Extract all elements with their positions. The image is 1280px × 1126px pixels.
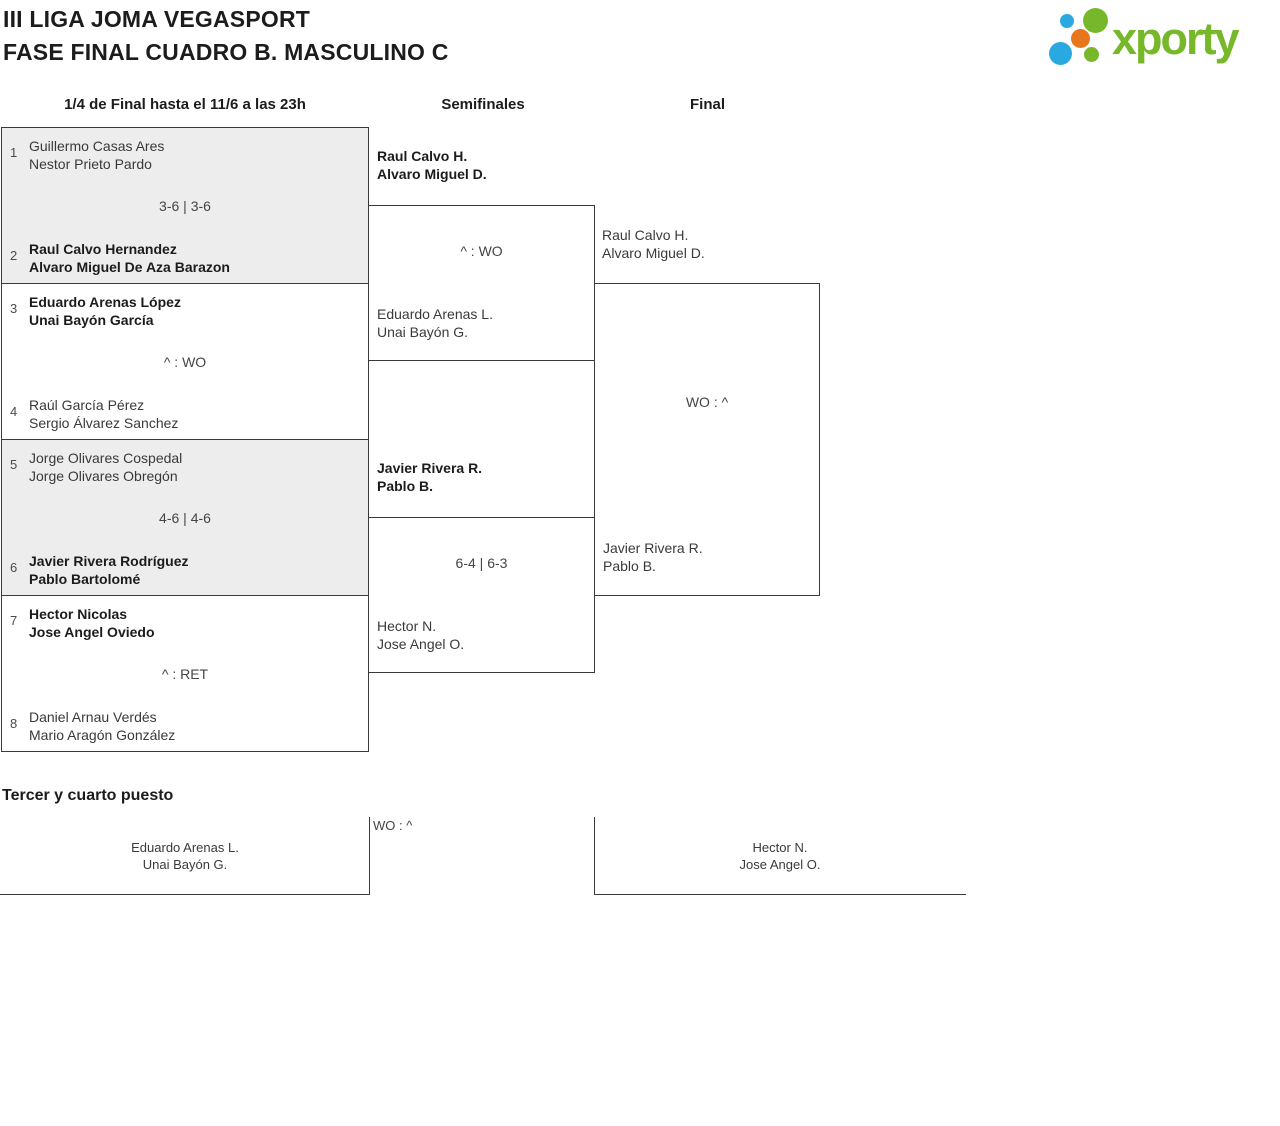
player-name: Jose Angel O. bbox=[377, 636, 465, 652]
player-name: Daniel Arnau Verdés bbox=[29, 709, 157, 725]
page-title-line1: III LIGA JOMA VEGASPORT bbox=[3, 6, 311, 32]
player-name: Sergio Álvarez Sanchez bbox=[29, 415, 179, 431]
semifinal-1-advancing-team: Raul Calvo H. Alvaro Miguel D. bbox=[377, 147, 487, 183]
seed-number: 7 bbox=[10, 613, 18, 628]
player-name: Javier Rivera Rodríguez bbox=[29, 553, 189, 569]
seed-number: 3 bbox=[10, 301, 18, 316]
match-score: ^ : WO bbox=[460, 243, 503, 259]
page-title: III LIGA JOMA VEGASPORT FASE FINAL CUADR… bbox=[3, 3, 449, 69]
player-name: Alvaro Miguel De Aza Barazon bbox=[29, 259, 230, 275]
logo-dot-icon bbox=[1084, 47, 1099, 62]
team-pair-winner: Eduardo Arenas López Unai Bayón García bbox=[29, 293, 181, 329]
logo-wordmark: xporty bbox=[1112, 13, 1240, 64]
semifinal-match-2: 6-4 | 6-3 Hector N. Jose Angel O. bbox=[368, 517, 595, 673]
logo-dot-icon bbox=[1071, 29, 1090, 48]
team-pair: Eduardo Arenas L. Unai Bayón G. bbox=[377, 305, 493, 341]
third-place-score: WO : ^ bbox=[373, 818, 413, 833]
player-name: Mario Aragón González bbox=[29, 727, 176, 743]
player-name: Unai Bayón G. bbox=[142, 857, 228, 872]
logo-dot-icon bbox=[1083, 8, 1108, 33]
player-name: Hector Nicolas bbox=[29, 606, 128, 622]
match-score: 6-4 | 6-3 bbox=[455, 555, 508, 571]
player-name: Guillermo Casas Ares bbox=[29, 138, 165, 154]
third-place-left-team: Eduardo Arenas L. Unai Bayón G. bbox=[0, 839, 370, 873]
final-top-team: Raul Calvo H. Alvaro Miguel D. bbox=[602, 226, 705, 262]
round-header-final: Final bbox=[689, 96, 725, 113]
round-header-semifinals: Semifinales bbox=[441, 96, 525, 113]
player-name: Pablo B. bbox=[377, 478, 434, 494]
seed-number: 4 bbox=[10, 404, 18, 419]
match-score: ^ : RET bbox=[161, 666, 209, 682]
third-place-right-team: Hector N. Jose Angel O. bbox=[595, 839, 965, 873]
player-name: Alvaro Miguel D. bbox=[377, 166, 487, 182]
connector-line bbox=[0, 894, 370, 895]
seed-number: 1 bbox=[10, 145, 18, 160]
player-name: Raul Calvo H. bbox=[602, 227, 689, 243]
player-name: Javier Rivera R. bbox=[603, 540, 703, 556]
seed-number: 2 bbox=[10, 248, 18, 263]
semifinal-2-advancing-team: Javier Rivera R. Pablo B. bbox=[377, 459, 482, 495]
player-name: Javier Rivera R. bbox=[377, 460, 483, 476]
player-name: Unai Bayón G. bbox=[377, 324, 469, 340]
quarterfinal-match-2: 3 Eduardo Arenas López Unai Bayón García… bbox=[1, 283, 369, 440]
connector-line bbox=[369, 817, 370, 895]
page-title-line2: FASE FINAL CUADRO B. MASCULINO C bbox=[3, 39, 449, 65]
semifinal-match-1: ^ : WO Eduardo Arenas L. Unai Bayón G. bbox=[368, 205, 595, 361]
team-pair: Javier Rivera R. Pablo B. bbox=[603, 539, 703, 575]
player-name: Pablo Bartolomé bbox=[29, 571, 141, 587]
match-score: 4-6 | 4-6 bbox=[159, 510, 211, 526]
player-name: Unai Bayón García bbox=[29, 312, 154, 328]
player-name: Hector N. bbox=[752, 840, 808, 855]
match-score: ^ : WO bbox=[163, 354, 207, 370]
logo-dot-icon bbox=[1049, 42, 1072, 65]
player-name: Eduardo Arenas López bbox=[29, 294, 181, 310]
quarterfinal-match-1: 1 Guillermo Casas Ares Nestor Prieto Par… bbox=[1, 127, 369, 284]
player-name: Raul Calvo H. bbox=[377, 148, 468, 164]
third-place-heading: Tercer y cuarto puesto bbox=[2, 787, 174, 804]
seed-number: 6 bbox=[10, 560, 18, 575]
logo-dot-icon bbox=[1060, 14, 1074, 28]
quarterfinal-match-3: 5 Jorge Olivares Cospedal Jorge Olivares… bbox=[1, 439, 369, 596]
team-pair: Raúl García Pérez Sergio Álvarez Sanchez bbox=[29, 396, 178, 432]
match-score: 3-6 | 3-6 bbox=[159, 198, 211, 214]
connector-line bbox=[594, 894, 966, 895]
team-pair-winner: Raul Calvo Hernandez Alvaro Miguel De Az… bbox=[29, 240, 230, 276]
match-score: WO : ^ bbox=[685, 394, 729, 410]
player-name: Eduardo Arenas L. bbox=[377, 306, 493, 322]
connector-line bbox=[594, 817, 595, 895]
player-name: Jose Angel O. bbox=[739, 857, 821, 872]
player-name: Jorge Olivares Cospedal bbox=[29, 450, 183, 466]
team-pair-winner: Hector Nicolas Jose Angel Oviedo bbox=[29, 605, 155, 641]
player-name: Jorge Olivares Obregón bbox=[29, 468, 178, 484]
player-name: Nestor Prieto Pardo bbox=[29, 156, 152, 172]
player-name: Raúl García Pérez bbox=[29, 397, 145, 413]
team-pair: Hector N. Jose Angel O. bbox=[377, 617, 464, 653]
quarterfinal-match-4: 7 Hector Nicolas Jose Angel Oviedo ^ : R… bbox=[1, 595, 369, 752]
final-match: WO : ^ Javier Rivera R. Pablo B. bbox=[594, 283, 820, 596]
player-name: Pablo B. bbox=[603, 558, 656, 574]
team-pair: Guillermo Casas Ares Nestor Prieto Pardo bbox=[29, 137, 164, 173]
team-pair: Jorge Olivares Cospedal Jorge Olivares O… bbox=[29, 449, 182, 485]
seed-number: 5 bbox=[10, 457, 18, 472]
player-name: Raul Calvo Hernandez bbox=[29, 241, 177, 257]
team-pair-winner: Javier Rivera Rodríguez Pablo Bartolomé bbox=[29, 552, 189, 588]
round-header-quarterfinals: 1/4 de Final hasta el 11/6 a las 23h bbox=[64, 96, 306, 113]
player-name: Hector N. bbox=[377, 618, 437, 634]
seed-number: 8 bbox=[10, 716, 18, 731]
player-name: Jose Angel Oviedo bbox=[29, 624, 155, 640]
player-name: Alvaro Miguel D. bbox=[602, 245, 705, 261]
player-name: Eduardo Arenas L. bbox=[131, 840, 239, 855]
team-pair: Daniel Arnau Verdés Mario Aragón Gonzále… bbox=[29, 708, 175, 744]
